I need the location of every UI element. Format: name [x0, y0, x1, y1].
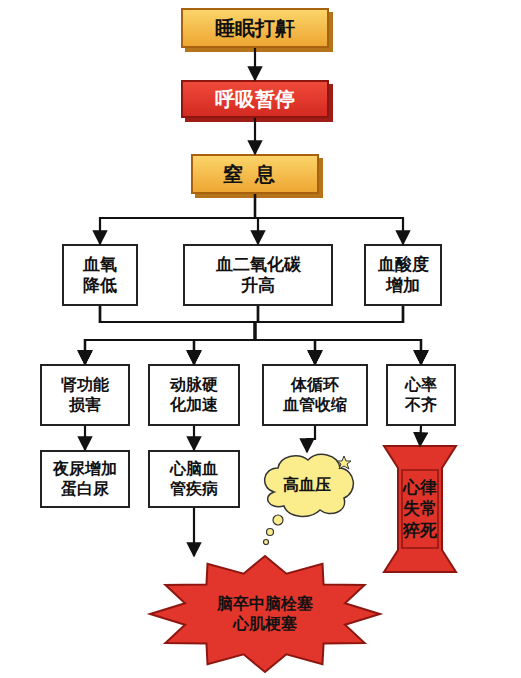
node-label: 血酸度 增加	[378, 254, 429, 297]
flow-arrow	[85, 306, 255, 364]
node-label: 心脑血 管疾病	[170, 459, 218, 499]
flow-arrow	[255, 306, 315, 364]
flow-arrow	[100, 306, 421, 364]
process-box: 睡眠打鼾	[181, 8, 329, 48]
flow-arrow	[193, 508, 195, 556]
node-label: 高血压	[283, 475, 331, 495]
cloud-body	[265, 454, 354, 516]
starburst-box: 脑卒中脑栓塞 心肌梗塞	[150, 556, 380, 672]
node-label: 脑卒中脑栓塞 心肌梗塞	[217, 594, 313, 634]
process-box: 呼吸暂停	[181, 80, 329, 118]
process-box: 肾功能 损害	[40, 364, 130, 426]
flow-arrow	[100, 306, 255, 364]
flow-arrow	[254, 48, 256, 80]
node-label: 心率 不齐	[405, 375, 437, 415]
flow-arrow	[194, 306, 403, 364]
flow-arrow	[85, 306, 258, 364]
flow-arrow	[194, 306, 258, 364]
node-label: 动脉硬 化加速	[170, 375, 218, 415]
flow-arrow	[84, 426, 86, 450]
cloud-bubble	[273, 515, 283, 525]
banner-box: 心律 失常 猝死	[384, 446, 456, 572]
process-box: 窒息	[191, 154, 319, 194]
node-label: 睡眠打鼾	[215, 16, 295, 41]
cloud-callout: 高血压	[260, 452, 354, 518]
node-label: 夜尿增加 蛋白尿	[53, 459, 117, 499]
flow-arrow	[255, 306, 403, 364]
flow-arrow	[254, 118, 256, 154]
banner-inner	[402, 470, 438, 548]
process-box: 血酸度 增加	[364, 244, 442, 306]
flow-arrow	[420, 426, 421, 446]
flow-arrow	[255, 306, 421, 364]
flow-arrow	[255, 194, 403, 244]
flow-arrow	[255, 306, 421, 364]
spark-mark	[337, 456, 351, 469]
process-box: 心脑血 管疾病	[148, 450, 240, 508]
node-label: 窒息	[223, 162, 287, 187]
flow-arrow	[85, 306, 403, 364]
node-label: 血氧 降低	[83, 254, 117, 297]
node-label: 体循环 血管收缩	[283, 375, 347, 415]
flow-arrow	[307, 426, 315, 452]
banner-body	[384, 446, 456, 572]
node-label: 呼吸暂停	[215, 87, 295, 112]
flow-arrow	[100, 306, 315, 364]
flow-arrow	[100, 194, 255, 244]
cloud-bubble	[267, 529, 274, 536]
node-label: 血二氧化碳 升高	[216, 254, 301, 297]
process-box: 夜尿增加 蛋白尿	[40, 450, 130, 508]
flow-arrow	[255, 194, 258, 244]
process-box: 血氧 降低	[62, 244, 138, 306]
cloud-bubble	[264, 540, 269, 545]
process-box: 动脉硬 化加速	[148, 364, 240, 426]
node-label: 肾功能 损害	[61, 375, 109, 415]
process-box: 心率 不齐	[386, 364, 456, 426]
burst-body	[150, 556, 380, 672]
process-box: 体循环 血管收缩	[262, 364, 368, 426]
node-label: 心律 失常 猝死	[403, 477, 437, 541]
flow-arrow	[193, 426, 195, 450]
process-box: 血二氧化碳 升高	[183, 244, 333, 306]
